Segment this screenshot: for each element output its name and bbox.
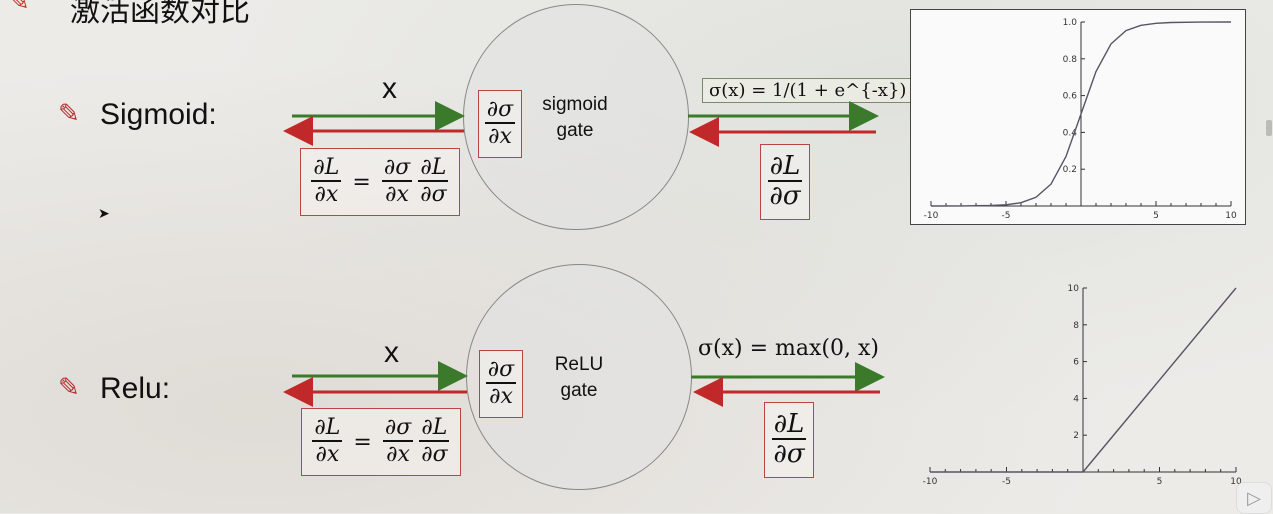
sigmoid-chain-rule: ∂L∂x = ∂σ∂x ∂L∂σ bbox=[300, 148, 460, 216]
gate-name: sigmoid bbox=[542, 94, 608, 115]
frac-den: ∂x bbox=[315, 442, 340, 468]
y-tick-label: 0.8 bbox=[1063, 55, 1078, 65]
relu-gate-label: ReLU gate bbox=[524, 352, 634, 404]
relu-formula: σ(x) = max(0, x) bbox=[698, 336, 879, 361]
frac-num: ∂L bbox=[311, 156, 342, 183]
y-tick-label: 0.6 bbox=[1063, 92, 1078, 102]
x-tick-label: -5 bbox=[1002, 211, 1011, 221]
frac-num: ∂σ bbox=[381, 156, 413, 183]
x-tick-label: 5 bbox=[1153, 211, 1159, 221]
frac-den: ∂x bbox=[489, 384, 513, 410]
x-tick-label: -10 bbox=[923, 477, 938, 487]
frac-num: ∂σ bbox=[485, 358, 517, 385]
relu-plot-frame: -10 -5 5 10 2 4 6 8 10 bbox=[922, 276, 1242, 490]
relu-label: Relu: bbox=[100, 372, 171, 405]
play-icon[interactable]: ▷ bbox=[1236, 482, 1272, 514]
x-tick-label: -5 bbox=[1002, 477, 1011, 487]
sigmoid-plot: -10 -5 5 10 0.2 0.4 0.6 0.8 1.0 bbox=[924, 18, 1237, 221]
frac-den: ∂x bbox=[385, 182, 409, 208]
sigmoid-input-label: x bbox=[382, 72, 397, 105]
sigmoid-formula: σ(x) = 1/(1 + e^{-x}) bbox=[702, 78, 914, 103]
y-tick-label: 8 bbox=[1073, 321, 1079, 331]
sigmoid-upstream-gradient: ∂L∂σ bbox=[760, 144, 810, 220]
mouse-cursor-icon: ➤ bbox=[98, 205, 110, 221]
frac-den: ∂σ bbox=[420, 182, 447, 208]
equals-sign: = bbox=[353, 429, 372, 455]
sigmoid-local-gradient: ∂σ∂x bbox=[478, 90, 522, 158]
relu-input-label: x bbox=[384, 336, 399, 369]
frac-num: ∂L bbox=[771, 408, 807, 441]
y-tick-label: 10 bbox=[1068, 284, 1080, 294]
sigmoid-plot-frame: -10 -5 5 10 0.2 0.4 0.6 0.8 1.0 bbox=[910, 9, 1246, 225]
x-tick-label: 5 bbox=[1157, 477, 1163, 487]
sigmoid-label: Sigmoid: bbox=[100, 98, 217, 131]
check-pencil-icon: ✎ bbox=[8, 0, 30, 16]
series-line bbox=[930, 21, 1232, 207]
gate-word: gate bbox=[556, 120, 594, 141]
gate-name: ReLU bbox=[554, 354, 604, 375]
relu-upstream-gradient: ∂L∂σ bbox=[764, 402, 814, 478]
frac-den: ∂x bbox=[386, 442, 410, 468]
sigmoid-gate-label: sigmoid gate bbox=[520, 92, 630, 144]
frac-den: ∂σ bbox=[769, 181, 801, 212]
pencil-icon: ✎ bbox=[58, 372, 80, 402]
y-tick-label: 1.0 bbox=[1063, 18, 1078, 28]
frac-den: ∂σ bbox=[421, 442, 448, 468]
frac-num: ∂L bbox=[419, 416, 450, 443]
pencil-icon: ✎ bbox=[58, 98, 80, 128]
relu-local-gradient: ∂σ∂x bbox=[479, 350, 523, 418]
frac-num: ∂σ bbox=[382, 416, 414, 443]
equals-sign: = bbox=[352, 169, 371, 195]
gate-word: gate bbox=[560, 380, 598, 401]
y-tick-label: 6 bbox=[1073, 358, 1079, 368]
scrollbar-thumb[interactable] bbox=[1266, 120, 1272, 136]
frac-den: ∂x bbox=[314, 182, 339, 208]
y-tick-label: 2 bbox=[1073, 431, 1079, 441]
x-tick-label: -10 bbox=[924, 211, 939, 221]
series-line bbox=[930, 287, 1237, 473]
frac-num: ∂L bbox=[767, 150, 803, 183]
slide-title: 激活函数对比 bbox=[70, 0, 250, 29]
relu-chain-rule: ∂L∂x = ∂σ∂x ∂L∂σ bbox=[301, 408, 461, 476]
frac-num: ∂L bbox=[418, 156, 449, 183]
x-tick-label: 10 bbox=[1225, 211, 1237, 221]
y-tick-label: 0.4 bbox=[1063, 128, 1078, 138]
frac-den: ∂σ bbox=[773, 439, 805, 470]
y-tick-label: 0.2 bbox=[1063, 165, 1077, 175]
x-tick-label: 10 bbox=[1230, 477, 1242, 487]
frac-num: ∂σ bbox=[484, 98, 516, 125]
frac-den: ∂x bbox=[488, 124, 512, 150]
frac-num: ∂L bbox=[312, 416, 343, 443]
y-tick-label: 4 bbox=[1073, 394, 1079, 404]
relu-plot: -10 -5 5 10 2 4 6 8 10 bbox=[923, 284, 1242, 487]
